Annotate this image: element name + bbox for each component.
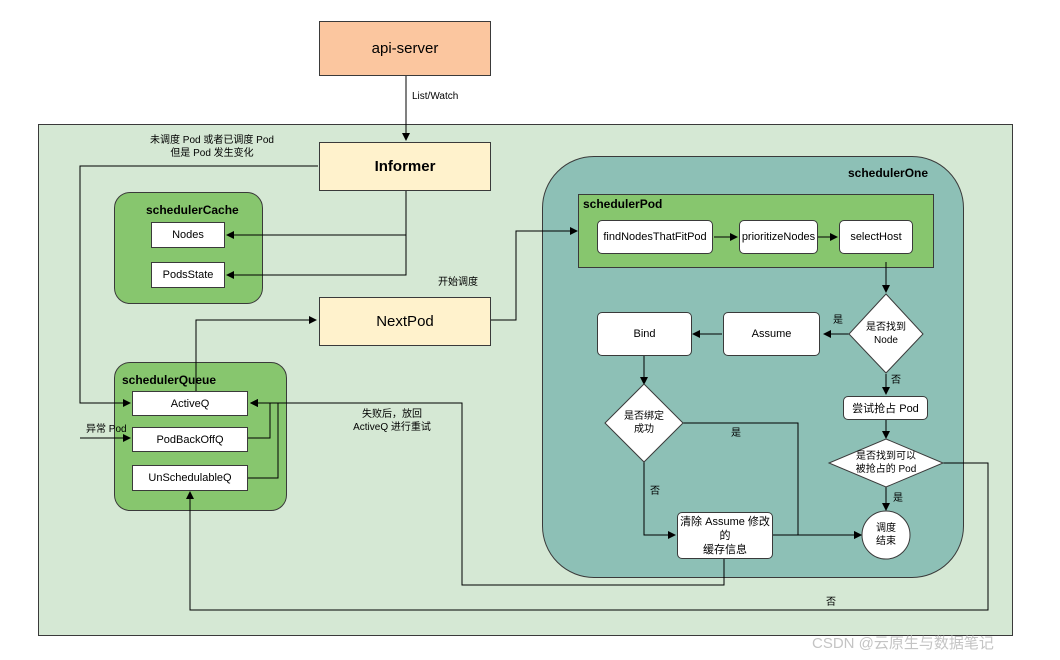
edge-unschedulableq-to-activeq — [248, 399, 279, 479]
yes-bound-label: 是 — [731, 428, 741, 439]
prioritize-nodes-box: prioritizeNodes — [739, 220, 818, 254]
scheduler-pod-label: schedulerPod — [583, 197, 663, 211]
list-watch-label: List/Watch — [412, 91, 459, 102]
find-nodes-box: findNodesThatFitPod — [597, 220, 713, 254]
retry-label-1: 失败后，放回 — [362, 409, 422, 420]
found-node-text: 是否找到 Node — [849, 321, 923, 347]
api-server-box: api-server — [319, 21, 491, 76]
preemptible-text-2: 被抢占的 Pod — [855, 464, 917, 475]
bound-diamond — [604, 383, 684, 463]
edge-informer-to-podsstate — [226, 191, 407, 279]
clear-assume-text-1: 清除 Assume 修改的 — [680, 515, 770, 542]
edge-informer-to-activeq — [79, 165, 318, 407]
end-text-2: 结束 — [876, 536, 896, 547]
preemptible-diamond — [827, 438, 945, 488]
bound-text-1: 是否绑定 — [624, 411, 664, 422]
watermark: CSDN @云原生与数据笔记 — [812, 635, 994, 652]
pods-state-box: PodsState — [151, 262, 225, 288]
edge-nextpod-to-schedulerpod — [491, 227, 578, 321]
end-text-1: 调度 — [876, 523, 896, 534]
unscheduled-label-1: 未调度 Pod 或者已调度 Pod — [150, 135, 274, 146]
pod-backoff-q-box: PodBackOffQ — [132, 427, 248, 452]
found-node-text-2: Node — [874, 335, 898, 346]
scheduler-queue-label: schedulerQueue — [122, 373, 217, 387]
edge-bound-no-to-clear — [643, 462, 676, 539]
yes-assume-label: 是 — [833, 315, 843, 326]
select-host-box: selectHost — [839, 220, 913, 254]
start-scheduling-label: 开始调度 — [438, 277, 478, 288]
unscheduled-label: 未调度 Pod 或者已调度 Pod 但是 Pod 发生变化 — [148, 134, 276, 160]
unscheduled-label-2: 但是 Pod 发生变化 — [170, 148, 254, 159]
abnormal-pod-label: 异常 Pod — [86, 424, 127, 435]
edge-informer-to-nodes — [226, 191, 407, 239]
clear-assume-box: 清除 Assume 修改的 缓存信息 — [677, 512, 773, 559]
end-text: 调度 结束 — [862, 522, 910, 548]
found-node-text-1: 是否找到 — [866, 322, 906, 333]
yes-preempt-label: 是 — [893, 493, 903, 504]
end-circle — [861, 510, 911, 560]
bound-text: 是否绑定 成功 — [605, 410, 683, 436]
no-preempt-label: 否 — [826, 597, 836, 608]
scheduler-cache-label: schedulerCache — [146, 203, 239, 217]
try-preempt-box: 尝试抢占 Pod — [843, 396, 928, 420]
unschedulable-q-box: UnSchedulableQ — [132, 465, 248, 491]
found-node-diamond — [848, 293, 924, 374]
edge-clear-to-activeq — [250, 399, 725, 586]
informer-box: Informer — [319, 142, 491, 191]
active-q-box: ActiveQ — [132, 391, 248, 416]
bound-text-2: 成功 — [634, 424, 654, 435]
bind-box: Bind — [597, 312, 692, 356]
edge-activeq-to-nextpod — [195, 316, 317, 391]
clear-assume-text-2: 缓存信息 — [703, 543, 747, 556]
assume-box: Assume — [723, 312, 820, 356]
preemptible-text: 是否找到可以 被抢占的 Pod — [829, 450, 943, 476]
retry-label: 失败后，放回 ActiveQ 进行重试 — [342, 408, 442, 434]
preemptible-text-1: 是否找到可以 — [856, 451, 916, 462]
edge-backoffq-to-activeq — [248, 399, 271, 439]
nodes-box: Nodes — [151, 222, 225, 248]
scheduler-one-label: schedulerOne — [848, 166, 929, 180]
edge-preemptible-no-to-unschedulableq — [186, 462, 989, 611]
retry-label-2: ActiveQ 进行重试 — [353, 422, 431, 433]
next-pod-box: NextPod — [319, 297, 491, 346]
no-bound-label: 否 — [650, 486, 660, 497]
no-found-label: 否 — [891, 375, 901, 386]
